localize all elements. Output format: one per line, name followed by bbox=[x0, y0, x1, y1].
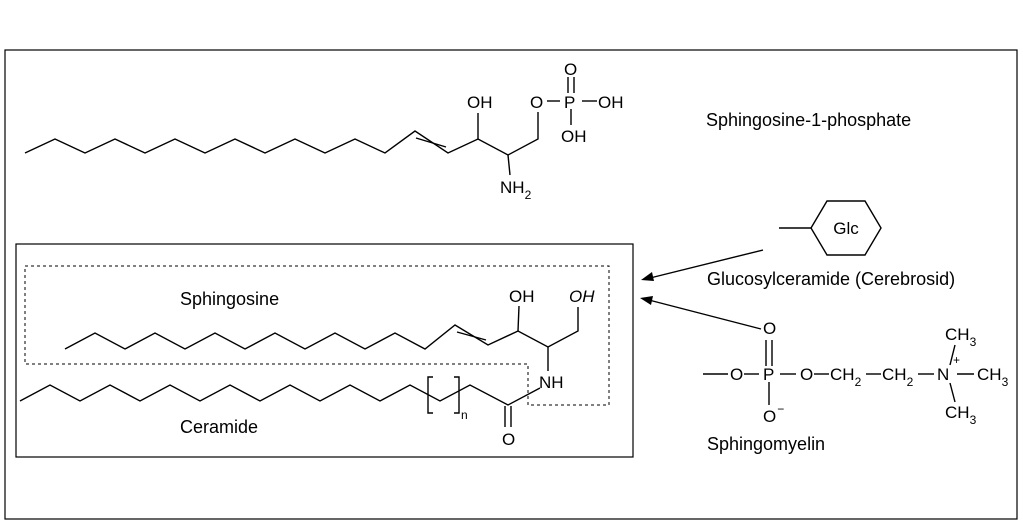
s1p-ester-o-label: O bbox=[530, 93, 543, 112]
sphingosine-oh-bond bbox=[517, 305, 520, 332]
fatty-acid-structure: n O bbox=[19, 376, 541, 449]
s1p-phosphoryl-o-label: O bbox=[564, 60, 577, 79]
ceramide-box bbox=[15, 243, 634, 458]
sm-ch2-a-label: CH2 bbox=[830, 365, 862, 389]
ceramide-label: Ceramide bbox=[180, 417, 258, 437]
repeat-bracket-left bbox=[427, 376, 433, 414]
sphingosine-label: Sphingosine bbox=[180, 289, 279, 309]
s1p-carbon-chain bbox=[24, 112, 539, 156]
fatty-acid-chain bbox=[19, 384, 541, 406]
repeat-count-label: n bbox=[461, 408, 468, 422]
sphingosine-primary-oh-label: OH bbox=[569, 287, 595, 306]
sm-o1-label: O bbox=[730, 365, 743, 384]
s1p-double-bond bbox=[415, 137, 447, 148]
sm-ch2-b-label: CH2 bbox=[882, 365, 914, 389]
sphingosine-carbon-chain bbox=[64, 307, 579, 350]
s1p-nh2-bond bbox=[507, 154, 511, 176]
sm-n-label: N bbox=[937, 365, 949, 384]
glucosylceramide-label: Glucosylceramide (Cerebrosid) bbox=[707, 269, 955, 289]
s1p-p-oh-bottom-label: OH bbox=[561, 127, 587, 146]
glc-label: Glc bbox=[833, 219, 859, 238]
glc-structure: Glc bbox=[779, 200, 882, 256]
sphingosine-structure: OH OH NH bbox=[64, 287, 595, 392]
s1p-p-oh-right-label: OH bbox=[598, 93, 624, 112]
s1p-oh-label: OH bbox=[467, 93, 493, 112]
s1p-structure: OH O P O OH OH NH2 bbox=[24, 60, 624, 202]
sphingosine-oh-label: OH bbox=[509, 287, 535, 306]
sm-ch3-right-label: CH3 bbox=[977, 365, 1009, 389]
outer-frame bbox=[4, 49, 1018, 520]
sphingomyelin-label: Sphingomyelin bbox=[707, 434, 825, 454]
carbonyl-o-label: O bbox=[502, 430, 515, 449]
sm-p-label: P bbox=[763, 365, 774, 384]
sphingosine-dashed-region bbox=[24, 265, 610, 406]
sm-n-charge-label: + bbox=[953, 353, 960, 367]
s1p-p-label: P bbox=[564, 93, 575, 112]
ceramide-nh-label: NH bbox=[539, 373, 564, 392]
repeat-bracket-right bbox=[454, 376, 460, 414]
s1p-name-label: Sphingosine-1-phosphate bbox=[706, 110, 911, 130]
glc-hexagon bbox=[810, 200, 882, 256]
sphingosine-double-bond bbox=[456, 331, 487, 341]
s1p-nh2-label: NH2 bbox=[500, 178, 532, 202]
sm-ch3-top-label: CH3 bbox=[945, 325, 977, 349]
arrow-glucosylceramide bbox=[641, 249, 764, 281]
sm-o-minus-label: O− bbox=[763, 402, 784, 426]
arrow-sphingomyelin bbox=[640, 296, 762, 330]
sm-phosphoryl-o-label: O bbox=[763, 319, 776, 338]
sm-ch3-bottom-label: CH3 bbox=[945, 403, 977, 427]
sm-o2-label: O bbox=[800, 365, 813, 384]
sphingomyelin-structure: O P O O− O CH2 CH2 N + CH3 CH3 CH3 bbox=[703, 319, 1009, 427]
